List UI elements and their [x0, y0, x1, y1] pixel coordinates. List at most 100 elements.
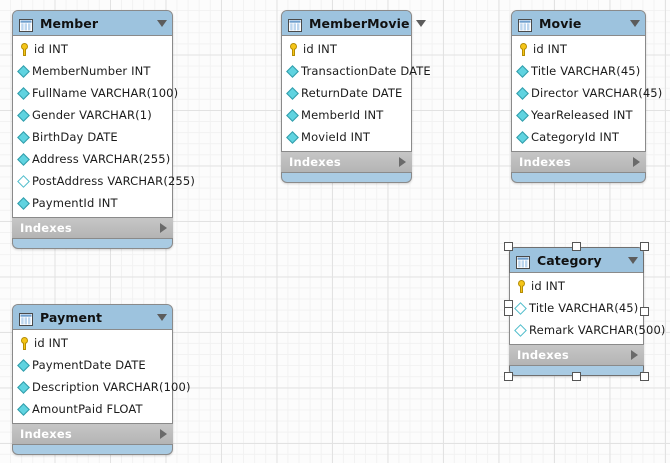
diamond-icon	[286, 64, 299, 78]
resize-handle-w[interactable]	[504, 307, 513, 316]
table-node-category[interactable]: Category id INT Title VARCHAR(45)Remark VA…	[509, 247, 665, 376]
indexes-section-payment[interactable]: Indexes	[12, 423, 173, 445]
column-label: Director VARCHAR(45)	[531, 86, 663, 100]
column-row[interactable]: MemberNumber INT	[13, 60, 172, 82]
resize-handle-ne[interactable]	[640, 242, 649, 251]
column-label: YearReleased INT	[531, 108, 633, 122]
diamond-icon	[514, 301, 527, 315]
table-icon	[19, 311, 33, 326]
column-label: Gender VARCHAR(1)	[32, 108, 152, 122]
column-row[interactable]: Gender VARCHAR(1)	[13, 104, 172, 126]
column-row[interactable]: Remark VARCHAR(500)	[510, 319, 665, 341]
resize-handle-s[interactable]	[572, 372, 581, 381]
key-icon	[518, 42, 529, 56]
column-row[interactable]: PostAddress VARCHAR(255)	[13, 170, 195, 192]
column-list-movie: id INT Title VARCHAR(45) Director VARCHAR(…	[511, 36, 662, 151]
column-row[interactable]: MemberId INT	[282, 104, 411, 126]
indexes-section-membermovie[interactable]: Indexes	[281, 151, 412, 173]
expand-right-icon[interactable]	[399, 157, 406, 167]
expand-right-icon[interactable]	[160, 429, 167, 439]
indexes-section-movie[interactable]: Indexes	[511, 151, 646, 173]
column-row[interactable]: PaymentId INT	[13, 192, 172, 214]
column-label: id INT	[533, 42, 568, 56]
diamond-icon	[286, 86, 299, 100]
table-node-member[interactable]: Member id INT MemberNumber INT FullName VAR…	[12, 10, 195, 249]
table-node-movie[interactable]: Movie id INT Title VARCHAR(45) Director VAR…	[511, 10, 662, 183]
diamond-icon	[17, 174, 30, 188]
column-row[interactable]: MovieId INT	[282, 126, 411, 148]
key-icon	[288, 42, 299, 56]
column-label: id INT	[34, 42, 69, 56]
column-row[interactable]: TransactionDate DATE	[282, 60, 431, 82]
table-icon	[518, 17, 532, 32]
column-row[interactable]: id INT	[282, 38, 411, 60]
column-row[interactable]: id INT	[13, 332, 172, 354]
expand-right-icon[interactable]	[160, 223, 167, 233]
table-title: Category	[537, 252, 602, 268]
column-row[interactable]: Title VARCHAR(45)	[512, 60, 645, 82]
indexes-section-category[interactable]: Indexes	[509, 344, 644, 366]
key-icon	[19, 42, 30, 56]
table-header-payment[interactable]: Payment	[13, 305, 172, 330]
column-row[interactable]: AmountPaid FLOAT	[13, 398, 172, 420]
column-label: PaymentId INT	[32, 196, 118, 210]
indexes-label: Indexes	[517, 348, 569, 362]
table-title: Member	[40, 15, 99, 31]
column-row[interactable]: Address VARCHAR(255)	[13, 148, 172, 170]
column-label: Address VARCHAR(255)	[32, 152, 171, 166]
table-header-movie[interactable]: Movie	[512, 11, 645, 36]
column-label: MovieId INT	[301, 130, 371, 144]
column-row[interactable]: BirthDay DATE	[13, 126, 172, 148]
table-icon	[516, 254, 530, 269]
column-label: id INT	[531, 279, 566, 293]
column-label: Description VARCHAR(100)	[32, 380, 191, 394]
table-header-member[interactable]: Member	[13, 11, 172, 36]
diamond-icon	[17, 64, 30, 78]
column-row[interactable]: ReturnDate DATE	[282, 82, 411, 104]
column-row[interactable]: Director VARCHAR(45)	[512, 82, 662, 104]
resize-handle-n[interactable]	[572, 242, 581, 251]
resize-handle-e[interactable]	[640, 307, 649, 316]
column-label: FullName VARCHAR(100)	[32, 86, 179, 100]
indexes-section-member[interactable]: Indexes	[12, 217, 173, 239]
key-icon	[19, 336, 30, 350]
chevron-down-icon[interactable]	[157, 313, 167, 321]
column-row[interactable]: PaymentDate DATE	[13, 354, 172, 376]
column-row[interactable]: YearReleased INT	[512, 104, 645, 126]
table-header-category[interactable]: Category	[510, 248, 643, 273]
column-list-category: id INT Title VARCHAR(45)Remark VARCHAR(50…	[509, 273, 665, 344]
expand-right-icon[interactable]	[633, 157, 640, 167]
table-title: Payment	[40, 309, 103, 325]
column-label: PostAddress VARCHAR(255)	[32, 174, 195, 188]
column-row[interactable]: Title VARCHAR(45)	[510, 297, 643, 319]
column-row[interactable]: id INT	[13, 38, 172, 60]
chevron-down-icon[interactable]	[157, 19, 167, 27]
diamond-icon	[17, 196, 30, 210]
resize-handle-nw[interactable]	[504, 242, 513, 251]
diamond-icon	[516, 108, 529, 122]
diamond-icon	[17, 380, 30, 394]
column-row[interactable]: id INT	[510, 275, 643, 297]
column-row[interactable]: CategoryId INT	[512, 126, 645, 148]
diamond-icon	[516, 130, 529, 144]
expand-right-icon[interactable]	[631, 350, 638, 360]
table-title: MemberMovie	[309, 15, 410, 31]
column-label: Title VARCHAR(45)	[531, 64, 641, 78]
key-icon	[516, 279, 527, 293]
column-label: ReturnDate DATE	[301, 86, 403, 100]
diamond-icon	[17, 108, 30, 122]
resize-handle-se[interactable]	[640, 372, 649, 381]
column-row[interactable]: FullName VARCHAR(100)	[13, 82, 178, 104]
chevron-down-icon[interactable]	[415, 19, 426, 27]
table-node-membermovie[interactable]: MemberMovie id INT TransactionDate DATE Ret…	[281, 10, 431, 183]
chevron-down-icon[interactable]	[628, 256, 638, 264]
column-row[interactable]: id INT	[512, 38, 645, 60]
resize-handle-sw[interactable]	[504, 372, 513, 381]
column-row[interactable]: Description VARCHAR(100)	[13, 376, 190, 398]
indexes-label: Indexes	[289, 155, 341, 169]
chevron-down-icon[interactable]	[630, 19, 640, 27]
column-label: TransactionDate DATE	[301, 64, 431, 78]
table-header-membermovie[interactable]: MemberMovie	[282, 11, 426, 36]
